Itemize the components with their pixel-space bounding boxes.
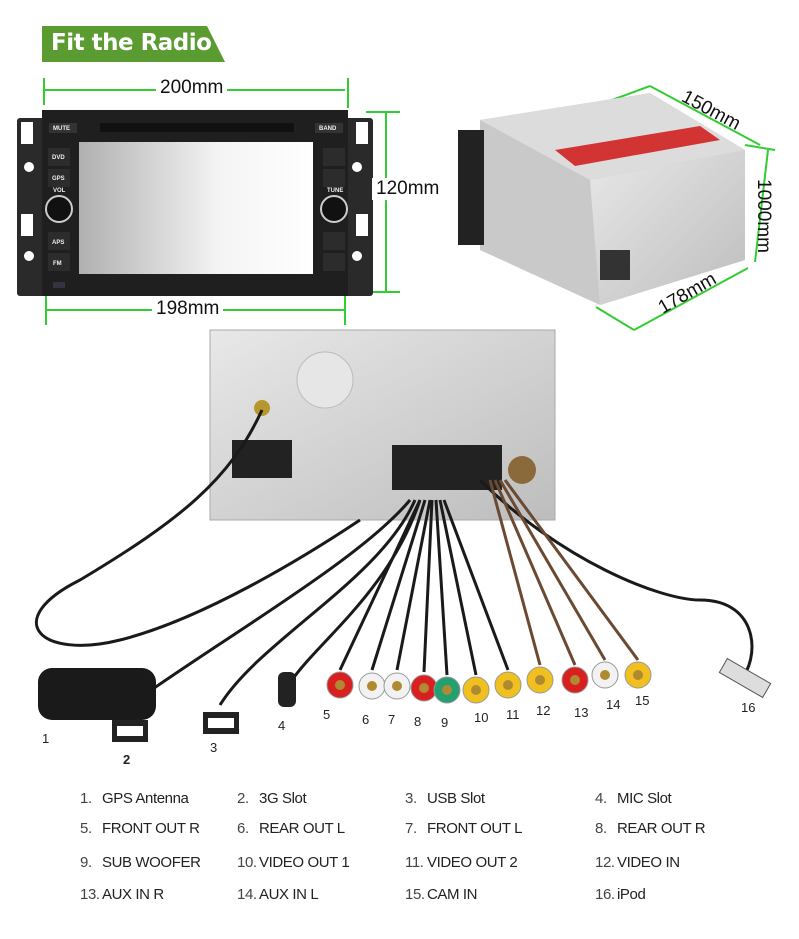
legend-item: 9. SUB WOOFER	[80, 854, 201, 871]
legend-number: 10.	[237, 854, 257, 871]
legend-label: CAM IN	[427, 886, 478, 903]
callout-number: 2	[123, 752, 131, 767]
legend-item: 14.AUX IN L	[237, 886, 319, 903]
radio-chassis-box	[458, 93, 745, 305]
legend-item: 11.VIDEO OUT 2	[405, 854, 518, 871]
dimension-width-top: 200mm	[156, 77, 228, 99]
callout-number: 6	[362, 712, 370, 727]
legend-number: 2.	[237, 790, 249, 807]
radio-rear-plate	[209, 329, 556, 521]
callout-number: 12	[536, 703, 551, 718]
legend-item: 2. 3G Slot	[237, 790, 307, 807]
legend-label: MIC Slot	[617, 790, 672, 807]
svg-text:TUNE: TUNE	[327, 188, 343, 194]
svg-text:BAND: BAND	[319, 126, 337, 132]
callout-number: 14	[606, 697, 621, 712]
svg-text:DVD: DVD	[52, 155, 65, 161]
svg-text:MUTE: MUTE	[53, 126, 70, 132]
rca-pin	[335, 680, 345, 690]
legend-number: 3.	[405, 790, 417, 807]
rca-pin	[535, 675, 545, 685]
legend-item: 10.VIDEO OUT 1	[237, 854, 350, 871]
legend-item: 1. GPS Antenna	[80, 790, 189, 807]
wiring-harness	[34, 409, 754, 707]
legend-item: 13.AUX IN R	[80, 886, 164, 903]
legend-label: FRONT OUT R	[102, 820, 200, 837]
rca-pin	[442, 685, 452, 695]
section-title-banner: Fit the Radio	[42, 26, 225, 62]
rca-pin	[419, 683, 429, 693]
callout-number: 5	[323, 707, 331, 722]
legend-label: REAR OUT R	[617, 820, 706, 837]
legend-item: 16.iPod	[595, 886, 646, 903]
legend-item: 15.CAM IN	[405, 886, 478, 903]
mic-jack	[278, 672, 296, 707]
legend-label: VIDEO IN	[617, 854, 680, 871]
legend-number: 1.	[80, 790, 92, 807]
legend-number: 4.	[595, 790, 607, 807]
callout-number: 10	[474, 710, 489, 725]
rca-pin	[367, 681, 377, 691]
dimension-height: 120mm	[372, 178, 444, 200]
svg-text:GPS: GPS	[52, 176, 65, 182]
callout-number: 9	[441, 715, 449, 730]
legend-number: 7.	[405, 820, 417, 837]
dimension-width-bottom: 198mm	[152, 298, 224, 320]
legend-number: 5.	[80, 820, 92, 837]
legend-item: 5. FRONT OUT R	[80, 820, 200, 837]
rca-pin	[570, 675, 580, 685]
legend-item: 7. FRONT OUT L	[405, 820, 522, 837]
legend-number: 16.	[595, 886, 615, 903]
callout-number: 3	[210, 740, 218, 755]
rca-pin	[503, 680, 513, 690]
legend-number: 11.	[405, 854, 424, 871]
legend-label: VIDEO OUT 1	[259, 854, 350, 871]
svg-text:APS: APS	[52, 240, 64, 246]
usb-connectors	[112, 712, 239, 742]
svg-text:VOL: VOL	[53, 188, 66, 194]
legend-label: AUX IN R	[102, 886, 164, 903]
legend-number: 12.	[595, 854, 615, 871]
dimension-lines	[43, 78, 776, 331]
callout-number: 8	[414, 714, 422, 729]
rca-pin	[471, 685, 481, 695]
callout-number: 1	[42, 731, 50, 746]
legend-number: 9.	[80, 854, 92, 871]
rca-pin	[392, 681, 402, 691]
legend-item: 6. REAR OUT L	[237, 820, 345, 837]
section-title: Fit the Radio	[51, 30, 212, 56]
legend-item: 8. REAR OUT R	[595, 820, 706, 837]
legend-number: 14.	[237, 886, 257, 903]
gps-antenna	[38, 668, 156, 720]
legend-label: SUB WOOFER	[102, 854, 201, 871]
callout-number: 13	[574, 705, 589, 720]
legend-number: 8.	[595, 820, 607, 837]
legend-label: AUX IN L	[259, 886, 319, 903]
svg-text:FM: FM	[53, 261, 62, 267]
legend-number: 15.	[405, 886, 425, 903]
callout-number: 4	[278, 718, 286, 733]
rca-pin	[633, 670, 643, 680]
legend-label: FRONT OUT L	[427, 820, 523, 837]
legend-number: 6.	[237, 820, 249, 837]
rca-pin	[600, 670, 610, 680]
callout-number: 11	[506, 707, 520, 722]
legend-label: USB Slot	[427, 790, 485, 807]
legend-label: 3G Slot	[259, 790, 307, 807]
legend-item: 3. USB Slot	[405, 790, 485, 807]
radio-front-panel: MUTE BAND DVD GPS VOL APS FM TUNE	[17, 110, 373, 296]
callout-number: 16	[741, 700, 756, 715]
legend-label: VIDEO OUT 2	[427, 854, 518, 871]
legend-label: GPS Antenna	[102, 790, 189, 807]
legend-label: iPod	[617, 886, 646, 903]
legend-number: 13.	[80, 886, 100, 903]
callout-number: 7	[388, 712, 396, 727]
legend-item: 4. MIC Slot	[595, 790, 672, 807]
legend-item: 12.VIDEO IN	[595, 854, 680, 871]
ipod-connector	[718, 657, 772, 699]
rca-connectors	[326, 661, 652, 704]
callout-number: 15	[635, 693, 650, 708]
legend-label: REAR OUT L	[259, 820, 345, 837]
dimension-box-depth: 1000mm	[752, 179, 774, 253]
